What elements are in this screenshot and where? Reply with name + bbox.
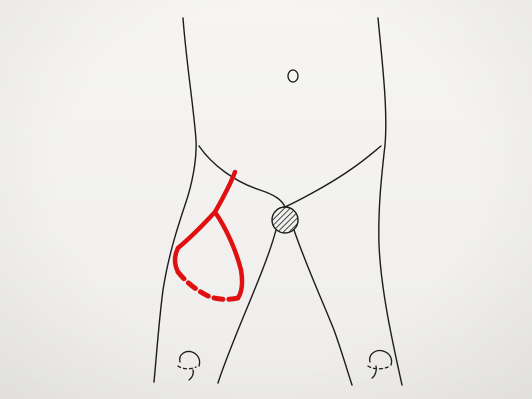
right-torso-outline <box>378 18 402 385</box>
red-incision-lines <box>175 172 242 299</box>
left-knee-mark <box>368 351 392 378</box>
red-left-branch <box>175 212 215 272</box>
red-right-branch <box>215 212 242 298</box>
red-upper-limb <box>215 172 235 212</box>
right-inner-thigh <box>294 230 352 385</box>
hatched-genitals <box>270 205 300 235</box>
red-dashed-base <box>178 272 238 299</box>
left-torso-outline <box>154 18 196 382</box>
groin-crease-outline <box>199 146 381 207</box>
left-inner-thigh <box>218 230 276 383</box>
right-knee-mark <box>178 351 200 380</box>
body-outline <box>154 18 402 385</box>
navel <box>288 70 298 82</box>
